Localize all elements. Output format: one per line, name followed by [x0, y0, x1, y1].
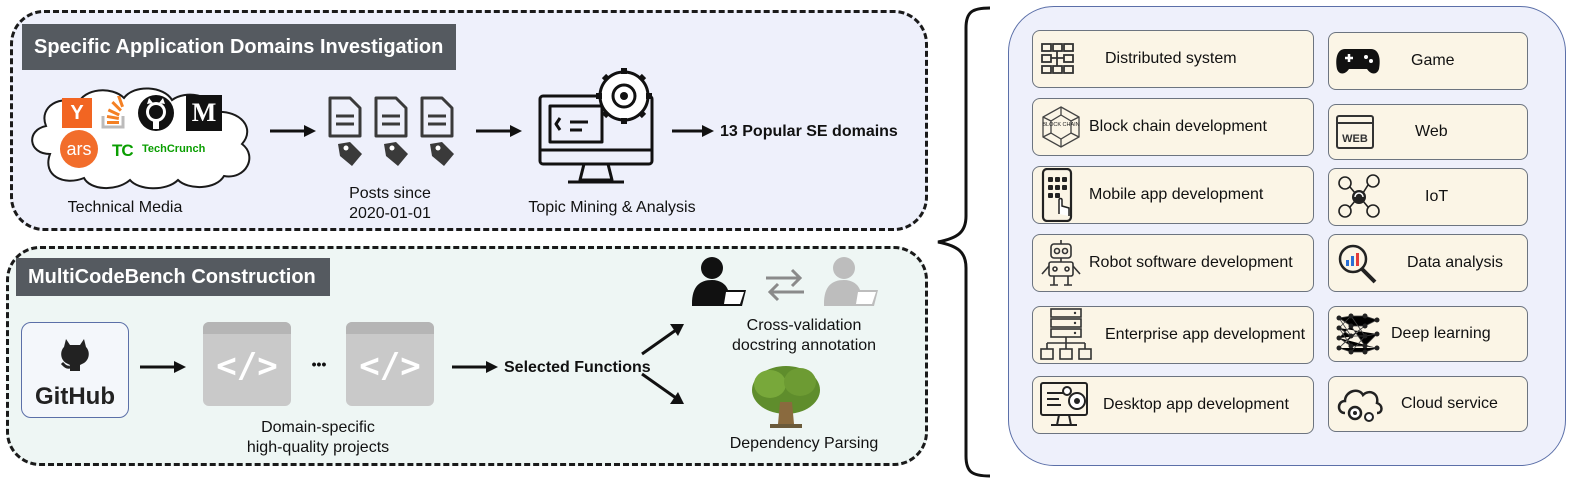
domain-label: Game [1411, 52, 1455, 69]
domain-label: Robot software development [1089, 254, 1293, 271]
popular-domains-label: 13 Popular SE domains [720, 123, 898, 140]
desktop-icon [1040, 382, 1088, 426]
domain-card-cloud-service: Cloud service [1328, 376, 1528, 432]
selected-functions-label: Selected Functions [504, 359, 651, 376]
annotator-person-icon [824, 257, 878, 306]
github-octocat-icon [138, 95, 174, 131]
gamepad-icon [1336, 49, 1380, 74]
arrow-right-icon [452, 361, 498, 373]
deep-learning-icon [1336, 313, 1380, 355]
web-icon-text: WEB [1342, 133, 1368, 145]
cross-validation-label-line2: docstring annotation [731, 337, 877, 354]
iot-icon [1338, 174, 1380, 218]
cross-validation-label-line1: Cross-validation [746, 317, 862, 334]
domain-label: Desktop app development [1103, 396, 1289, 413]
domain-label: Mobile app development [1089, 186, 1264, 203]
github-source-box: GitHub [21, 322, 129, 418]
ars-technica-logo: ars [60, 130, 98, 168]
ellipsis: ••• [311, 356, 327, 372]
techcrunch-mark: TC [112, 141, 134, 160]
domain-card-distributed-system: Distributed system [1032, 30, 1314, 88]
domain-label: Enterprise app development [1105, 326, 1306, 343]
annotator-person-icon [692, 257, 746, 306]
arrow-right-icon [672, 125, 714, 137]
code-icon: </> [216, 346, 278, 386]
github-label: GitHub [35, 383, 115, 410]
investigation-title: Specific Application Domains Investigati… [22, 24, 456, 70]
domain-card-iot: IoT [1328, 168, 1528, 226]
data-analysis-icon [1338, 244, 1377, 284]
projects-label-line1: Domain-specific [261, 419, 375, 436]
posts-since-label: Posts since [349, 185, 431, 202]
domain-label: Deep learning [1391, 325, 1491, 342]
projects-label-line2: high-quality projects [246, 439, 390, 456]
construction-title: MultiCodeBench Construction [16, 258, 330, 296]
domain-card-data-analysis: Data analysis [1328, 234, 1528, 292]
domain-label: Data analysis [1407, 254, 1504, 271]
technical-media-label: Technical Media [67, 199, 183, 216]
github-octocat-icon [60, 339, 89, 371]
domain-card-web: WEB Web [1328, 104, 1528, 160]
branch-arrows [641, 324, 684, 404]
domain-card-block-chain: BLOCK CHAIN Block chain development [1032, 98, 1314, 156]
dependency-parsing-label: Dependency Parsing [729, 435, 879, 452]
domain-card-deep-learning: Deep learning [1328, 306, 1528, 362]
mobile-icon [1041, 168, 1073, 222]
medium-logo: M [186, 95, 222, 131]
ycombinator-logo: Y [62, 98, 92, 128]
topic-mining-label: Topic Mining & Analysis [528, 199, 696, 216]
cloud-service-icon [1337, 389, 1383, 422]
domain-label: Distributed system [1105, 50, 1237, 67]
domain-label: Cloud service [1401, 395, 1498, 412]
arrow-right-icon [476, 125, 522, 137]
blockchain-icon-text: BLOCK CHAIN [1042, 122, 1079, 128]
blockchain-icon: BLOCK CHAIN [1042, 106, 1080, 148]
domain-card-enterprise-app: Enterprise app development [1032, 306, 1314, 364]
arrow-right-icon [270, 125, 316, 137]
posts-date-label: 2020-01-01 [349, 205, 431, 222]
domain-card-mobile-app: Mobile app development [1032, 166, 1314, 224]
dependency-tree-icon [752, 366, 820, 428]
distributed-system-icon [1041, 43, 1074, 74]
stackoverflow-icon [101, 96, 125, 129]
domain-card-game: Game [1328, 32, 1528, 90]
techcrunch-logo: TechCrunch [142, 143, 206, 155]
topic-mining-computer-icon [538, 68, 654, 184]
posts-documents-icon [328, 96, 454, 166]
web-icon: WEB [1336, 115, 1374, 149]
domain-label: Web [1415, 123, 1448, 140]
code-icon: </> [359, 346, 421, 386]
enterprise-icon [1040, 308, 1092, 360]
domain-label: IoT [1425, 188, 1449, 205]
arrow-right-icon [140, 361, 186, 373]
swap-arrows-icon [766, 268, 804, 302]
domain-card-desktop-app: Desktop app development [1032, 376, 1314, 434]
code-project-window: </> [346, 322, 434, 406]
domain-label: Block chain development [1089, 118, 1267, 135]
robot-icon [1041, 240, 1081, 286]
domain-card-robot-software: Robot software development [1032, 234, 1314, 292]
code-project-window: </> [203, 322, 291, 406]
brace [937, 6, 991, 478]
